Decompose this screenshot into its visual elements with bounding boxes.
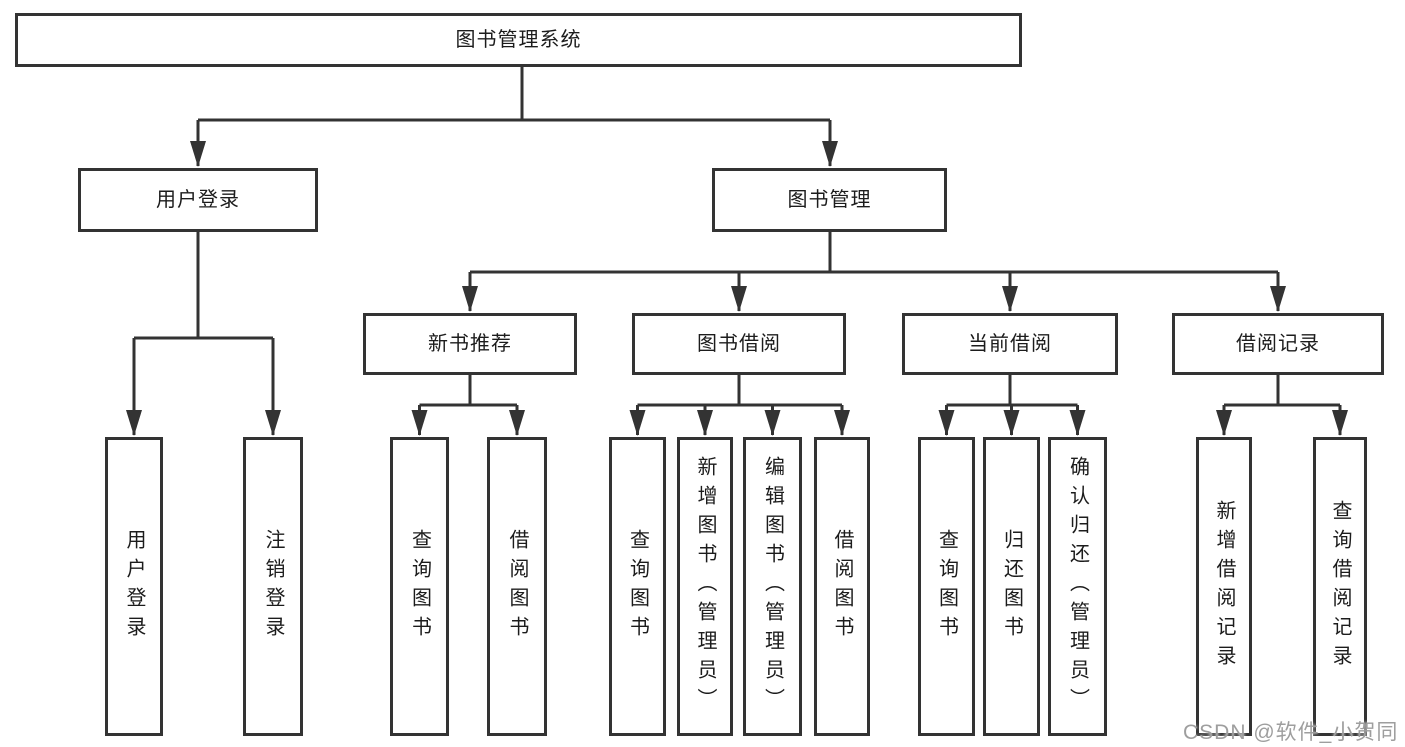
leaf-borrow-books-borrowing: 借阅图书 (814, 437, 870, 736)
edge-current-borrowing-rail (946, 374, 1078, 407)
leaf-query-books-borrowing: 查询图书 (609, 437, 666, 736)
edge-user-login-rail (134, 232, 273, 340)
node-root: 图书管理系统 (15, 13, 1022, 67)
leaf-add-borrow-record: 新增借阅记录 (1196, 437, 1252, 736)
node-book-borrowing: 图书借阅 (632, 313, 846, 375)
leaf-logout: 注销登录 (243, 437, 303, 736)
leaf-confirm-return-admin: 确认归还（管理员） (1048, 437, 1107, 736)
edge-book-management-rail (470, 232, 1278, 274)
edge-new-book-recommend-rail (419, 374, 517, 407)
leaf-add-books-admin: 新增图书（管理员） (677, 437, 733, 736)
edge-borrowing-records-rail (1224, 374, 1340, 407)
node-book-management: 图书管理 (712, 168, 947, 232)
node-current-borrowing: 当前借阅 (902, 313, 1118, 375)
watermark: CSDN @软件_小贺同学 (1183, 721, 1399, 744)
edge-book-borrowing-rail (637, 374, 842, 407)
leaf-query-borrow-record: 查询借阅记录 (1313, 437, 1367, 736)
edge-root-rail (198, 65, 830, 122)
node-new-book-recommend: 新书推荐 (363, 313, 577, 375)
leaf-query-books-recommend: 查询图书 (390, 437, 449, 736)
leaf-return-books: 归还图书 (983, 437, 1040, 736)
leaf-query-books-current: 查询图书 (918, 437, 975, 736)
node-user-login-branch: 用户登录 (78, 168, 318, 232)
leaf-edit-books-admin: 编辑图书（管理员） (743, 437, 802, 736)
node-borrowing-records: 借阅记录 (1172, 313, 1384, 375)
leaf-borrow-books-recommend: 借阅图书 (487, 437, 547, 736)
leaf-user-login: 用户登录 (105, 437, 163, 736)
